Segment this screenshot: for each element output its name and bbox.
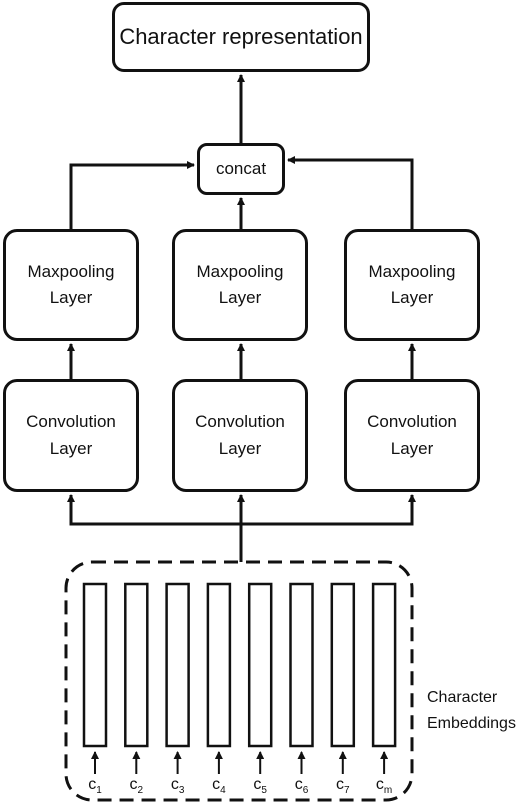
conv-label-line1: Convolution: [26, 412, 116, 432]
concat-label: concat: [215, 158, 267, 178]
maxpooling-layer-box-3: Maxpooling Layer: [344, 229, 480, 341]
conv-label-line2: Layer: [49, 438, 93, 458]
maxpool-label-line1: Maxpooling: [196, 261, 284, 281]
character-label-3: c3: [170, 776, 185, 797]
character-label-6: c6: [294, 776, 309, 797]
embedding-vector-6: [289, 582, 314, 748]
embedding-vector-1: [82, 582, 108, 748]
embedding-vector-2: [124, 582, 149, 748]
arrow-embed-to-conv3: [241, 494, 416, 526]
conv-label-line1: Convolution: [367, 412, 457, 432]
embedding-vector-7: [330, 582, 356, 748]
arrow-maxpool3-to-concat: [287, 156, 414, 229]
convolution-layer-box-3: Convolution Layer: [344, 379, 480, 492]
character-label-4: c4: [212, 776, 226, 797]
embeddings-label-line2: Embeddings: [427, 714, 516, 732]
maxpool-label-line1: Maxpooling: [368, 261, 456, 281]
maxpooling-layer-box-1: Maxpooling Layer: [3, 229, 139, 341]
embedding-group-border: [64, 560, 414, 802]
embedding-vector-5: [247, 582, 273, 748]
character-embeddings-label: Character Embeddings: [427, 685, 516, 736]
maxpool-label-line2: Layer: [218, 288, 262, 307]
concat-box: concat: [197, 143, 285, 195]
convolution-layer-box-2: Convolution Layer: [172, 379, 308, 492]
character-representation-label: Character representation: [119, 23, 363, 49]
maxpool-label-line2: Layer: [390, 288, 434, 307]
character-label-7: c7: [336, 776, 350, 797]
character-representation-box: Character representation: [112, 2, 370, 72]
arrow-maxpool1-to-concat: [69, 161, 195, 229]
maxpooling-layer-box-2: Maxpooling Layer: [172, 229, 308, 341]
arrow-embed-to-conv1: [67, 494, 241, 526]
character-label-2: c2: [129, 776, 144, 797]
convolution-layer-box-1: Convolution Layer: [3, 379, 139, 492]
conv-label-line1: Convolution: [195, 412, 285, 432]
character-label-8: cm: [375, 776, 393, 797]
maxpool-label-line1: Maxpooling: [27, 261, 115, 281]
embedding-vector-8: [371, 582, 397, 748]
conv-label-line2: Layer: [218, 438, 262, 458]
maxpool-label-line2: Layer: [49, 288, 93, 307]
conv-label-line2: Layer: [390, 438, 434, 458]
embedding-vector-4: [206, 582, 232, 748]
character-label-5: c5: [253, 776, 267, 797]
character-label-1: c1: [88, 776, 102, 797]
embedding-vector-3: [165, 582, 190, 748]
embeddings-label-line1: Character: [427, 689, 498, 706]
